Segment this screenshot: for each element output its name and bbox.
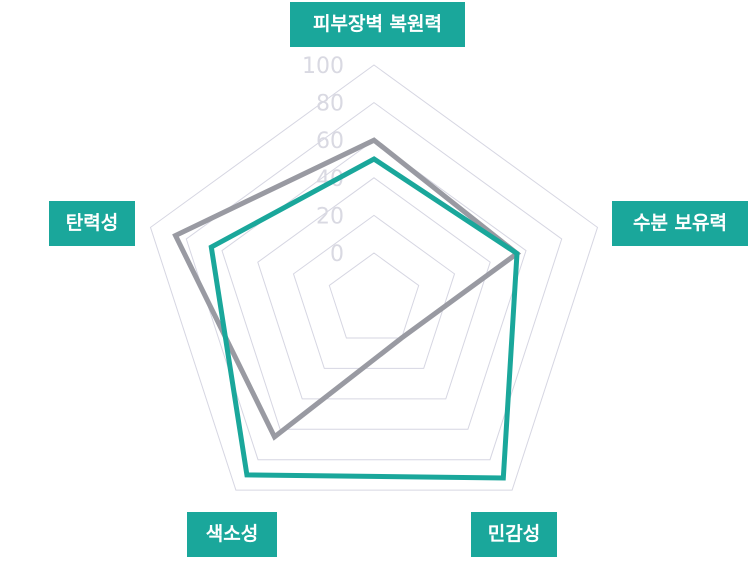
- series-line-2: [208, 156, 520, 481]
- grid-ring-0: [328, 252, 420, 339]
- grid-ring-100: [149, 64, 599, 491]
- tick-label: 60: [316, 129, 344, 154]
- radar-series: [172, 137, 522, 481]
- axis-label-pigmentation: 색소성: [187, 512, 277, 557]
- axis-label-sensitivity: 민감성: [471, 512, 557, 557]
- tick-label: 80: [316, 92, 344, 117]
- tick-label: 100: [302, 54, 344, 79]
- grid-ring-20: [292, 214, 456, 369]
- radar-grid: [149, 64, 599, 491]
- grid-ring-60: [221, 139, 527, 430]
- tick-label: 20: [316, 204, 344, 229]
- axis-label-barrier-recovery: 피부장벽 복원력: [290, 2, 465, 47]
- tick-label: 0: [330, 242, 344, 267]
- axis-label-elasticity: 탄력성: [49, 201, 135, 246]
- axis-label-moisture-retention: 수분 보유력: [612, 201, 748, 246]
- series-line-1: [172, 137, 522, 441]
- grid-ring-40: [257, 177, 491, 400]
